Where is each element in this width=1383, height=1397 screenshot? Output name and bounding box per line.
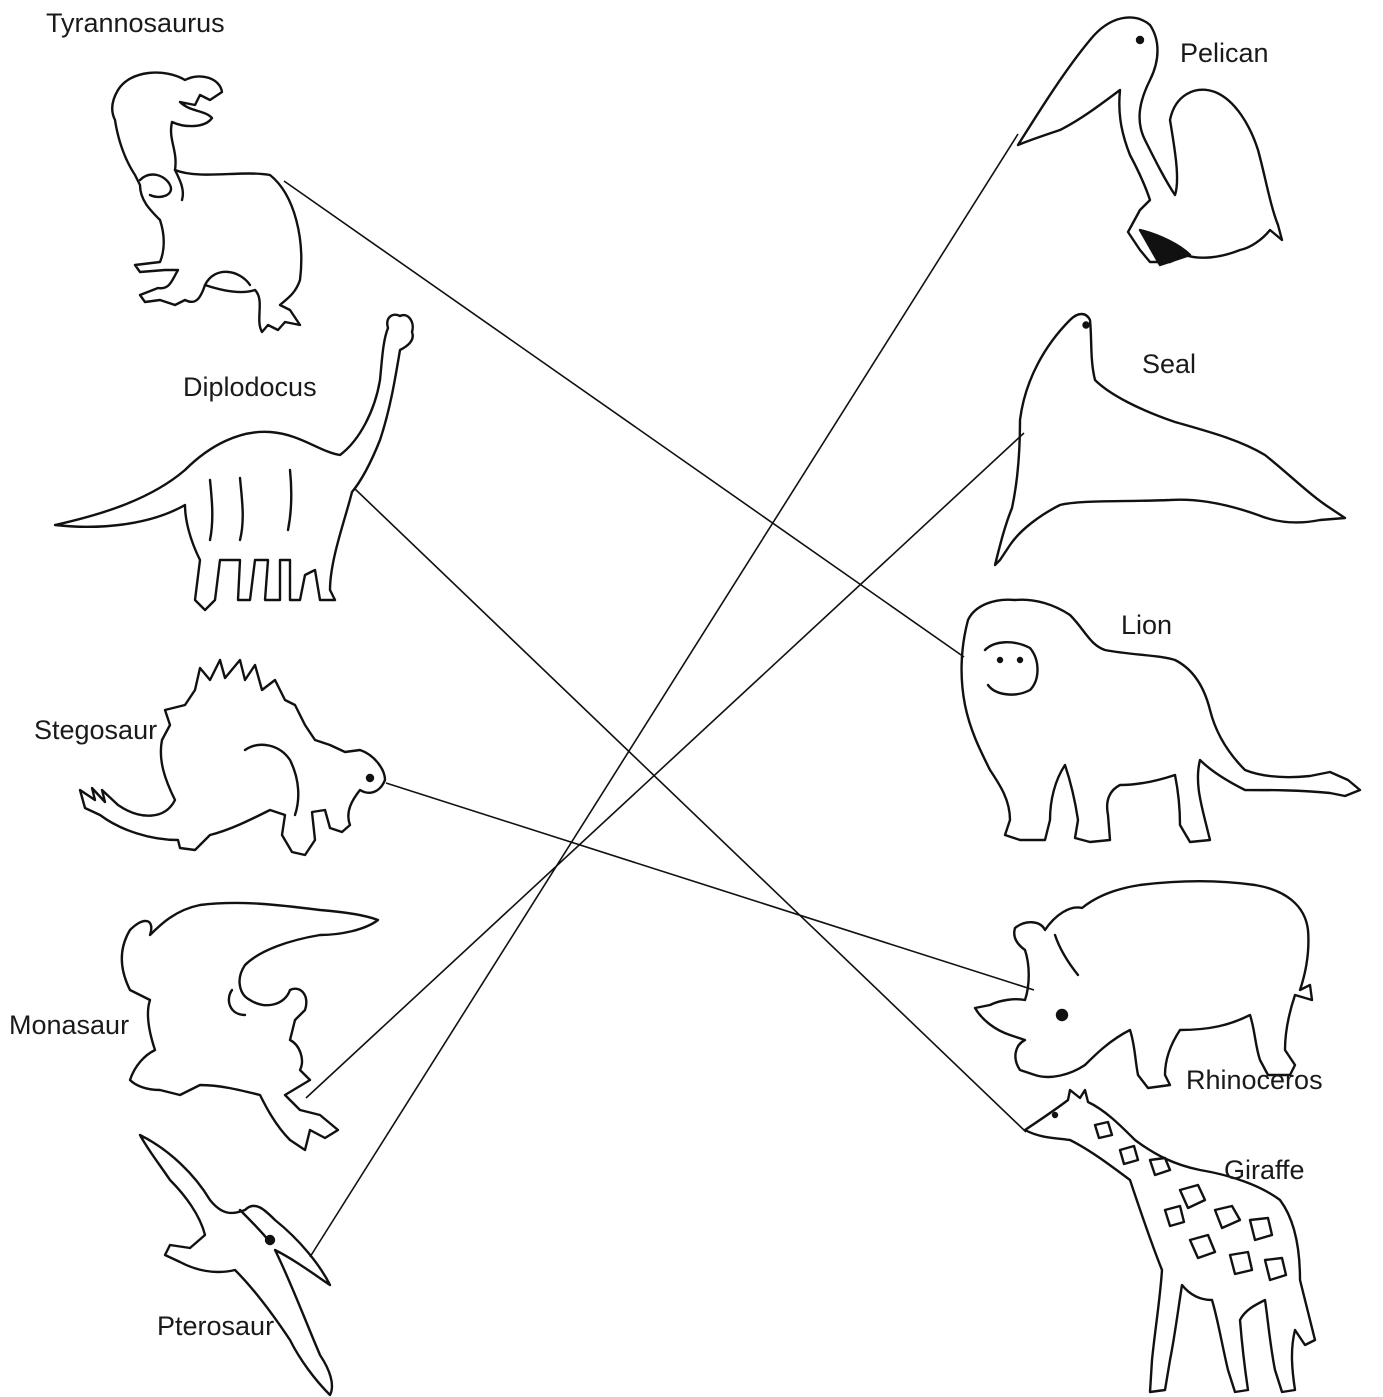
- label-pterosaur: Pterosaur: [157, 1313, 274, 1340]
- label-monasaur: Monasaur: [9, 1012, 129, 1039]
- label-rhinoceros: Rhinoceros: [1186, 1067, 1323, 1094]
- pterosaur-drawing: [140, 1135, 332, 1395]
- label-pelican: Pelican: [1180, 40, 1269, 67]
- stegosaur-drawing: [80, 660, 385, 855]
- matching-lines: [284, 134, 1034, 1257]
- diplodocus-drawing: [55, 315, 413, 610]
- label-giraffe: Giraffe: [1224, 1157, 1305, 1184]
- label-tyrannosaurus: Tyrannosaurus: [46, 10, 225, 37]
- label-stegosaur: Stegosaur: [34, 717, 157, 744]
- monasaur-drawing: [122, 903, 378, 1150]
- match-line-pterosaur-pelican: [310, 134, 1018, 1257]
- rhinoceros-drawing: [975, 881, 1312, 1088]
- tyrannosaurus-drawing: [112, 73, 301, 332]
- match-line-monasaur-seal: [306, 433, 1024, 1098]
- match-line-diplodocus-giraffe: [354, 488, 1026, 1132]
- label-diplodocus: Diplodocus: [183, 374, 317, 401]
- match-line-stegosaur-rhinoceros: [386, 783, 1034, 990]
- giraffe-drawing: [1025, 1090, 1315, 1392]
- label-lion: Lion: [1121, 612, 1172, 639]
- label-seal: Seal: [1142, 351, 1196, 378]
